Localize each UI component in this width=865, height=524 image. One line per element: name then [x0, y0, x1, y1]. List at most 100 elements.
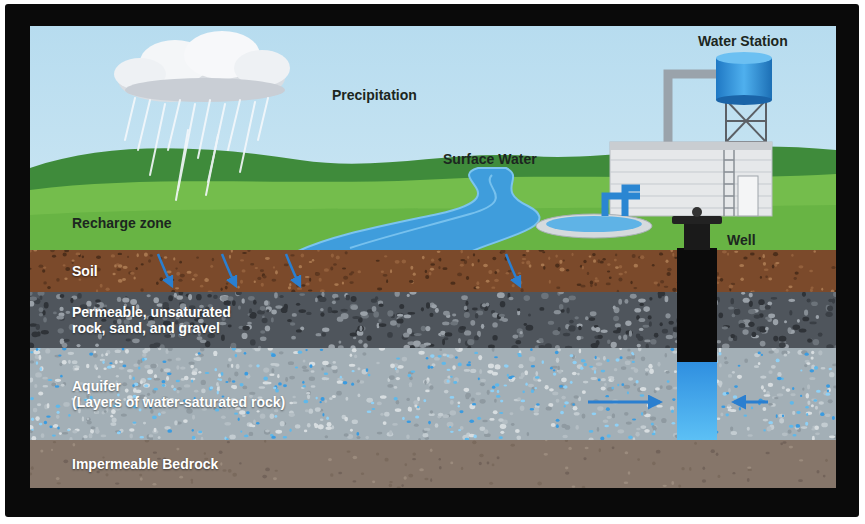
texture-grain	[768, 313, 775, 318]
texture-grain	[357, 325, 364, 331]
texture-grain	[296, 276, 299, 280]
texture-grain	[271, 310, 277, 315]
texture-grain	[559, 385, 563, 388]
texture-grain	[449, 426, 451, 428]
texture-grain	[710, 368, 714, 370]
texture-grain	[274, 292, 278, 298]
texture-grain	[638, 348, 642, 351]
texture-grain	[110, 422, 116, 426]
texture-grain	[387, 310, 393, 316]
texture-grain	[261, 283, 264, 287]
texture-grain	[52, 434, 56, 436]
texture-grain	[791, 254, 793, 257]
texture-grain	[762, 407, 766, 411]
texture-grain	[452, 365, 456, 370]
texture-grain	[450, 431, 454, 433]
texture-grain	[813, 399, 817, 401]
texture-grain	[406, 398, 410, 401]
texture-grain	[43, 266, 46, 268]
texture-grain	[42, 269, 45, 272]
texture-grain	[649, 321, 652, 326]
texture-grain	[224, 422, 231, 426]
texture-grain	[470, 320, 475, 326]
texture-grain	[349, 364, 355, 367]
texture-grain	[56, 278, 59, 282]
texture-grain	[717, 272, 719, 276]
texture-grain	[334, 283, 339, 286]
texture-grain	[624, 271, 627, 274]
texture-grain	[569, 320, 574, 324]
texture-grain	[100, 284, 103, 288]
texture-grain	[693, 411, 696, 416]
texture-grain	[761, 385, 764, 389]
texture-grain	[301, 284, 305, 287]
texture-grain	[558, 327, 561, 331]
texture-grain	[303, 385, 306, 388]
texture-grain	[53, 311, 57, 314]
texture-grain	[515, 340, 521, 344]
texture-grain	[492, 464, 495, 467]
texture-grain	[702, 280, 706, 282]
texture-grain	[673, 327, 679, 332]
texture-grain	[72, 360, 78, 364]
texture-grain	[779, 336, 787, 342]
texture-grain	[627, 391, 629, 394]
texture-grain	[795, 272, 799, 275]
texture-grain	[289, 429, 291, 432]
texture-grain	[481, 324, 484, 329]
texture-grain	[763, 429, 766, 431]
texture-grain	[232, 348, 236, 351]
texture-grain	[763, 419, 768, 422]
texture-grain	[219, 451, 223, 454]
texture-grain	[86, 364, 89, 368]
texture-grain	[800, 370, 802, 372]
texture-grain	[358, 339, 362, 343]
texture-grain	[696, 281, 699, 285]
texture-grain	[290, 254, 294, 256]
texture-grain	[152, 483, 156, 486]
texture-grain	[592, 412, 597, 415]
texture-grain	[61, 384, 65, 387]
texture-grain	[478, 259, 480, 263]
texture-grain	[695, 367, 698, 370]
texture-grain	[534, 408, 539, 413]
texture-grain	[356, 432, 359, 436]
texture-grain	[782, 433, 788, 437]
texture-grain	[135, 267, 138, 270]
texture-grain	[94, 364, 97, 369]
texture-grain	[571, 253, 573, 257]
texture-grain	[225, 286, 228, 290]
texture-grain	[352, 316, 360, 319]
texture-grain	[188, 361, 194, 364]
texture-grain	[240, 430, 242, 432]
texture-grain	[89, 352, 93, 355]
texture-grain	[115, 349, 121, 353]
texture-grain	[653, 426, 657, 431]
texture-grain	[805, 406, 809, 408]
texture-grain	[784, 320, 787, 323]
texture-grain	[706, 377, 710, 381]
texture-grain	[247, 322, 252, 325]
texture-grain	[268, 348, 273, 351]
texture-grain	[626, 421, 632, 424]
texture-grain	[326, 416, 329, 420]
texture-grain	[492, 386, 495, 389]
texture-grain	[144, 253, 148, 257]
texture-grain	[255, 267, 258, 269]
texture-grain	[665, 371, 669, 374]
texture-grain	[435, 423, 439, 427]
texture-grain	[248, 296, 255, 301]
texture-grain	[64, 250, 69, 252]
texture-grain	[680, 268, 683, 272]
texture-grain	[817, 470, 820, 473]
treatment-basin	[536, 214, 652, 238]
texture-grain	[529, 356, 535, 361]
texture-grain	[779, 418, 784, 423]
texture-grain	[38, 292, 45, 296]
texture-grain	[44, 421, 47, 425]
texture-grain	[792, 387, 794, 390]
texture-grain	[242, 333, 248, 339]
texture-grain	[718, 352, 721, 356]
texture-grain	[397, 318, 404, 323]
texture-grain	[793, 434, 797, 437]
